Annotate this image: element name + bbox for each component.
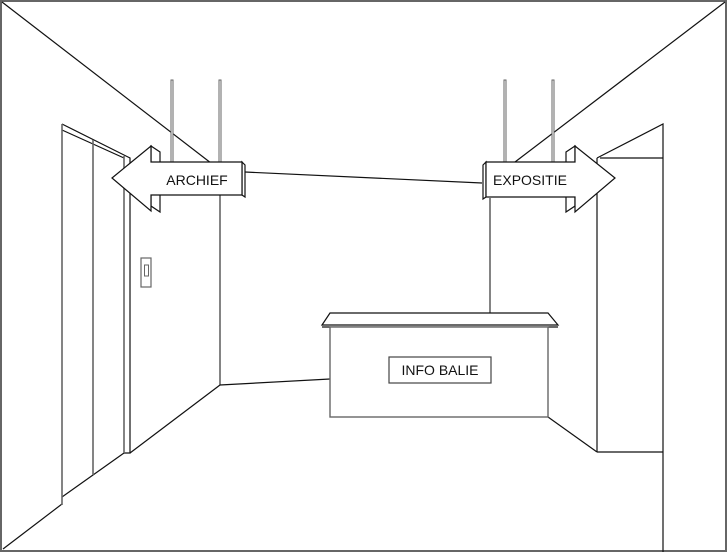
back-wall — [219, 171, 491, 386]
archief-sign: ARCHIEF — [111, 144, 246, 214]
info-desk-label-box — [388, 356, 492, 384]
info-desk-label: INFO BALIE — [401, 362, 478, 378]
elevator-button-icon — [144, 264, 149, 277]
expositie-sign: EXPOSITIE — [482, 144, 616, 214]
ceiling-poles — [170, 79, 555, 163]
archief-sign-label: ARCHIEF — [166, 172, 227, 188]
right-wall — [514, 1, 726, 552]
left-wall — [1, 1, 221, 550]
info-desk: INFO BALIE — [320, 312, 560, 418]
expositie-sign-label: EXPOSITIE — [493, 172, 567, 188]
elevator-doors — [61, 123, 152, 505]
